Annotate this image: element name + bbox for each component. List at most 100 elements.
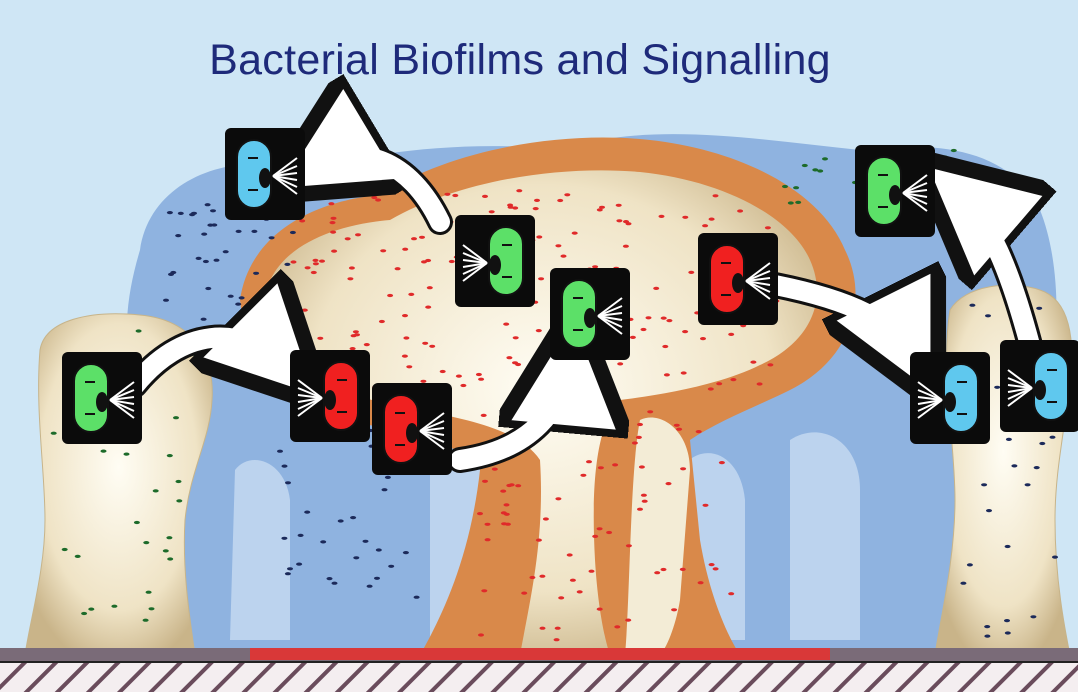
bacterium-dot <box>728 333 734 336</box>
bacterium-dot <box>504 503 510 506</box>
bacterium-dot <box>558 596 564 599</box>
bacterium-dot <box>163 299 169 302</box>
bacterium-dot <box>513 336 519 339</box>
bacterium-dot <box>379 320 385 323</box>
bacterium-dot <box>564 193 570 196</box>
bacterium-dot <box>347 277 353 280</box>
bacterium-dot <box>203 260 209 263</box>
bacterium-dot <box>567 553 573 556</box>
bacterium-dot <box>331 217 337 220</box>
bacterium-dot <box>101 450 107 453</box>
bacterium-dot <box>795 201 801 204</box>
bacterium-dot <box>422 342 428 345</box>
bacterium-dot <box>350 516 356 519</box>
bacterium-icon <box>372 383 452 475</box>
bacterium-dot <box>482 480 488 483</box>
bacterium-dot <box>353 556 359 559</box>
bacterium-dot <box>503 323 509 326</box>
bacterium-dot <box>363 540 369 543</box>
bacterium-dot <box>637 508 643 511</box>
bacterium-dot <box>951 149 957 152</box>
bacterium-dot <box>623 245 629 248</box>
bacterium-dot <box>402 314 408 317</box>
bacterium-dot <box>782 185 788 188</box>
bacterium-dot <box>555 244 561 247</box>
bacterium-dot <box>355 233 361 236</box>
bacterium-dot <box>285 572 291 575</box>
bacterium-dot <box>646 316 652 319</box>
bacterium-dot <box>319 260 325 263</box>
bacterium-dot <box>481 589 487 592</box>
substrate-red-cells <box>250 648 830 660</box>
bacterium-dot <box>1005 545 1011 548</box>
bacterium-dot <box>501 511 507 514</box>
bacterium-dot <box>793 186 799 189</box>
bacterium-dot <box>429 345 435 348</box>
bacterium-dot <box>235 303 241 306</box>
bacterium-dot <box>239 296 245 299</box>
bacterium-dot <box>293 314 299 317</box>
bacterium-dot <box>984 635 990 638</box>
bacterium-dot <box>228 295 234 298</box>
bacterium-dot <box>452 194 458 197</box>
bacterium-dot <box>175 234 181 237</box>
bacterium-dot <box>476 373 482 376</box>
bacterium-dot <box>406 365 412 368</box>
bacterium-dot <box>51 432 57 435</box>
bacterium-dot <box>666 319 672 322</box>
bacterium-dot <box>291 340 297 343</box>
bacterium-dot <box>554 638 560 641</box>
bacterium-dot <box>207 224 213 227</box>
bacterium-dot <box>641 494 647 497</box>
bacterium-dot <box>1034 466 1040 469</box>
bacterium-dot <box>653 287 659 290</box>
bacterium-dot <box>637 423 643 426</box>
bacterium-dot <box>617 362 623 365</box>
bacterium-dot <box>75 555 81 558</box>
bacterium-dot <box>616 219 622 222</box>
bacterium-dot <box>671 608 677 611</box>
bacterium-dot <box>702 224 708 227</box>
bacterium-dot <box>529 576 535 579</box>
bacterium-dot <box>178 212 184 215</box>
bacterium-dot <box>285 481 291 484</box>
bacterium-dot <box>167 454 173 457</box>
bacterium-dot <box>676 428 682 431</box>
bacterium-dot <box>281 537 287 540</box>
bacterium-dot <box>290 231 296 234</box>
bacterium-dot <box>149 607 155 610</box>
bacterium-dot <box>682 216 688 219</box>
bacterium-dot <box>592 265 598 268</box>
bacterium-dot <box>176 499 182 502</box>
bacterium-dot <box>371 196 377 199</box>
bacterium-dot <box>353 330 359 333</box>
bacterium-icon <box>550 268 630 360</box>
water-void <box>230 460 290 640</box>
bacterium-dot <box>570 579 576 582</box>
bacterium-dot <box>376 548 382 551</box>
bacterium-dot <box>750 361 756 364</box>
bacterium-dot <box>654 571 660 574</box>
bacterium-dot <box>173 416 179 419</box>
bacterium-dot <box>501 522 507 525</box>
bacterium-dot <box>320 540 326 543</box>
bacterium-dot <box>374 577 380 580</box>
bacterium-dot <box>492 468 498 471</box>
bacterium-dot <box>402 248 408 251</box>
bacterium-dot <box>516 382 522 385</box>
bacterium-dot <box>642 500 648 503</box>
bacterium-dot <box>88 608 94 611</box>
bacterium-dot <box>713 567 719 570</box>
bacterium-dot <box>214 259 220 262</box>
bacterium-dot <box>709 218 715 221</box>
bacterium-dot <box>737 209 743 212</box>
bacterium-dot <box>81 612 87 615</box>
bacterium-icon <box>698 233 778 325</box>
bacterium-dot <box>539 575 545 578</box>
bacterium-dot <box>176 480 182 483</box>
bacterium-dot <box>124 453 130 456</box>
bacterium-dot <box>674 424 680 427</box>
bacterium-dot <box>577 590 583 593</box>
bacterium-dot <box>143 619 149 622</box>
bacterium-dot <box>581 381 587 384</box>
